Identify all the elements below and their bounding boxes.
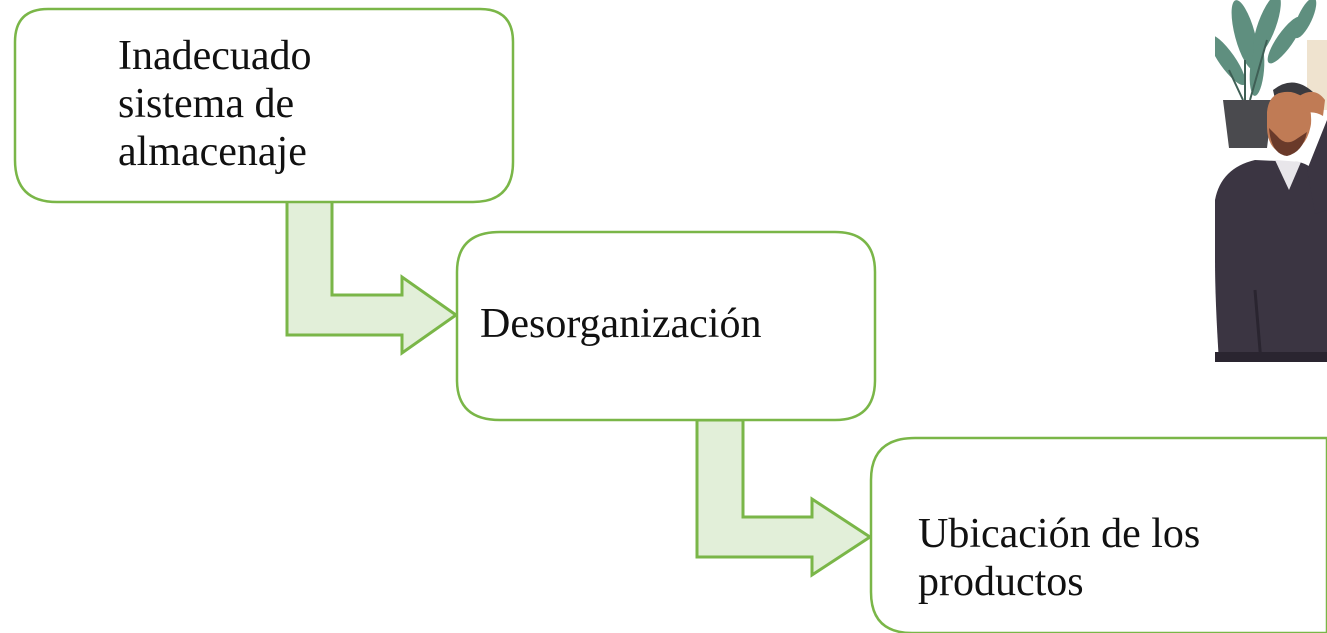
plant-leaves-icon [1215, 0, 1317, 96]
box-label-product-location: Ubicación de los productos [918, 511, 1201, 605]
connector-arrow-1 [285, 195, 459, 356]
connector-arrow-2 [695, 418, 873, 578]
businessman-with-plant-illustration [1215, 0, 1327, 362]
box-disorganization [455, 230, 877, 422]
box-label-disorganization: Desorganización [480, 301, 762, 347]
businessman-suit-icon [1215, 160, 1327, 362]
box-inadequate-storage [13, 7, 515, 204]
box-label-inadequate-storage: Inadecuado sistema de almacenaje [118, 33, 312, 175]
plant-pot-icon [1223, 100, 1273, 148]
